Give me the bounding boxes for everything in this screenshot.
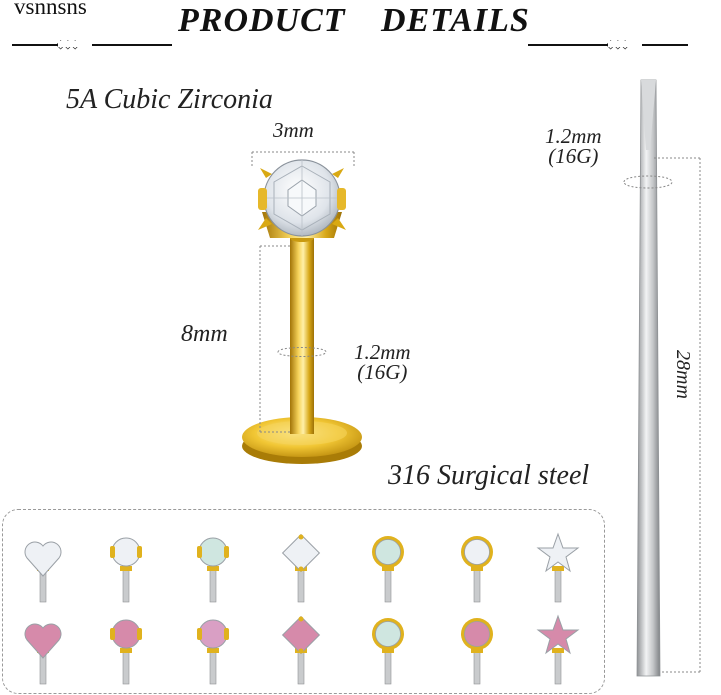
- stud-drawing: [24, 541, 62, 603]
- stud-drawing: [197, 619, 229, 685]
- variant-opal-bezel-white-opal: [358, 606, 418, 686]
- stud-drawing: [281, 615, 321, 685]
- stud-drawing: [110, 619, 142, 685]
- stud-drawing: [24, 623, 62, 685]
- variant-square-pink: [271, 606, 331, 686]
- taper-length-label: 28mm: [672, 350, 694, 399]
- gauge-label-mm: 1.2mm: [354, 340, 411, 364]
- gauge-label: 1.2mm (16G): [354, 340, 411, 384]
- variant-round-prong-pink: [96, 606, 156, 686]
- stud-drawing: [372, 618, 404, 685]
- taper-gauge-mm: 1.2mm: [545, 124, 602, 148]
- stud-drawing: [536, 614, 580, 685]
- variant-opal-prong-pink-opal: [183, 606, 243, 686]
- stone-label: 5A Cubic Zirconia: [66, 84, 273, 115]
- diamond-fill-left: [58, 41, 92, 47]
- labret-crystal-top: [258, 159, 346, 238]
- variant-round-bezel-pink: [447, 606, 507, 686]
- variant-heart-clear: [13, 524, 73, 604]
- variant-star-clear: [528, 524, 588, 604]
- stud-drawing: [461, 618, 493, 685]
- variants-grid: [2, 509, 605, 694]
- variant-heart-pink: [13, 606, 73, 686]
- dimension-guides-taper: [623, 157, 701, 673]
- stud-drawing: [461, 536, 493, 603]
- variant-round-prong-clear: [96, 524, 156, 604]
- post-length-label: 8mm: [181, 321, 228, 347]
- stud-drawing: [536, 532, 580, 603]
- variant-opal-prong-white-opal: [183, 524, 243, 604]
- variant-star-pink: [528, 606, 588, 686]
- stud-drawing: [372, 536, 404, 603]
- variant-opal-bezel-white-opal: [358, 524, 418, 604]
- header-rule-left: [12, 44, 172, 46]
- taper-gauge-g: (16G): [548, 144, 599, 168]
- stud-drawing: [197, 537, 229, 603]
- taper-pin: [636, 79, 661, 677]
- dimension-guides-labret: [251, 151, 355, 433]
- diamond-fill-right: [608, 41, 642, 47]
- labret-post: [290, 234, 314, 434]
- variant-square-clear: [271, 524, 331, 604]
- stud-drawing: [281, 533, 321, 603]
- page-title: PRODUCT DETAILS: [178, 2, 530, 39]
- variant-round-bezel-clear: [447, 524, 507, 604]
- top-size-label: 3mm: [273, 118, 314, 142]
- brand-logo: vsnnsns: [14, 0, 87, 19]
- stud-drawing: [110, 537, 142, 603]
- material-label: 316 Surgical steel: [388, 460, 590, 491]
- taper-gauge-label: 1.2mm (16G): [545, 124, 602, 168]
- gauge-label-g: (16G): [357, 360, 408, 384]
